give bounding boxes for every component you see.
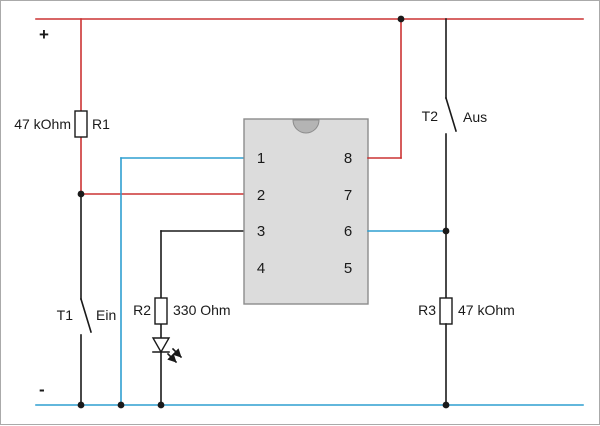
led-icon	[151, 337, 183, 364]
ic-chip	[243, 118, 369, 305]
resistor-r1	[74, 110, 88, 138]
ic-pin-4: 4	[257, 260, 265, 277]
t2-function-label: Aus	[463, 109, 487, 125]
pin8-wire	[367, 18, 402, 159]
switch-t2	[445, 18, 457, 299]
r3-value-label: 47 kOhm	[458, 302, 515, 318]
r1-value-label: 47 kOhm	[14, 116, 71, 132]
resistor-r3	[439, 297, 453, 325]
negative-rail-label: -	[39, 380, 45, 399]
ic-pin-3: 3	[257, 223, 265, 240]
ic-pin-7: 7	[344, 187, 352, 204]
junction-dots	[77, 15, 450, 409]
ic-pin-5: 5	[344, 260, 352, 277]
ic-pin-2: 2	[257, 187, 265, 204]
ic-notch	[292, 119, 320, 134]
t1-function-label: Ein	[96, 307, 116, 323]
positive-rail-label: +	[39, 25, 49, 44]
pin3-wire	[160, 230, 245, 406]
r1-ref-label: R1	[92, 116, 110, 132]
ic-pin-1: 1	[257, 150, 265, 167]
r3-ref-label: R3	[418, 302, 436, 318]
r1-branch-wire	[80, 18, 245, 195]
resistor-r2	[154, 297, 168, 325]
ic-pin-6: 6	[344, 223, 352, 240]
r2-ref-label: R2	[133, 302, 151, 318]
t2-ref-label: T2	[422, 108, 439, 124]
ic-pin-8: 8	[344, 150, 352, 167]
pin1-wire	[120, 157, 245, 406]
switch-t1	[80, 193, 92, 406]
t1-ref-label: T1	[57, 307, 74, 323]
r2-value-label: 330 Ohm	[173, 302, 231, 318]
